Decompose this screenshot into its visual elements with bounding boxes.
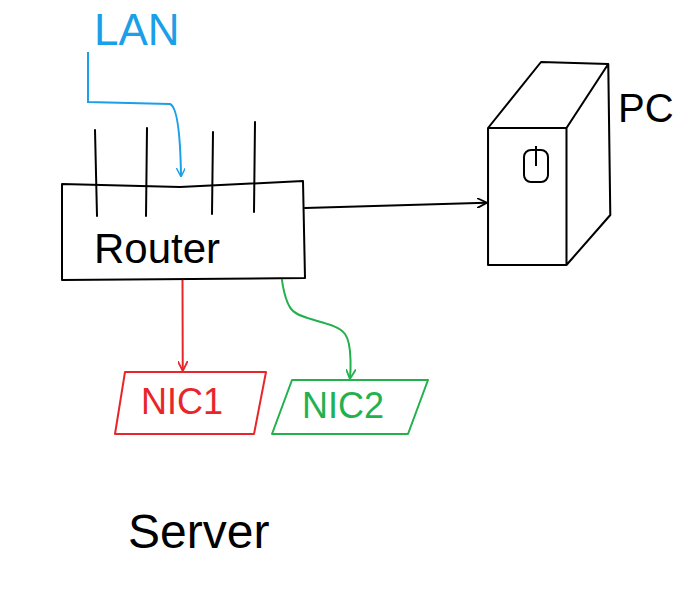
- node-label: PC: [618, 86, 674, 130]
- network-cable: [305, 203, 486, 208]
- lan-uplink: [88, 52, 181, 176]
- node-label: NIC1: [141, 382, 223, 422]
- node-label: Router: [94, 226, 220, 272]
- network-cable: [282, 280, 351, 378]
- power-symbol: [524, 146, 548, 182]
- nic-card: NIC1: [113, 370, 268, 436]
- outline-path: [488, 62, 610, 265]
- nic-card: NIC2: [270, 378, 430, 436]
- network-cable: [182, 280, 184, 370]
- outline-path: [272, 380, 428, 434]
- node-label: Server: [128, 506, 269, 559]
- outline-path: [62, 181, 305, 280]
- network-label: LAN: [94, 6, 180, 54]
- router-antennas: [95, 122, 255, 216]
- router-box: Router: [60, 180, 305, 280]
- node-label: NIC2: [302, 386, 384, 426]
- server-chassis: NIC1 NIC2Server: [88, 346, 464, 594]
- pc-tower: PC: [486, 60, 680, 270]
- outline-path: [115, 372, 266, 434]
